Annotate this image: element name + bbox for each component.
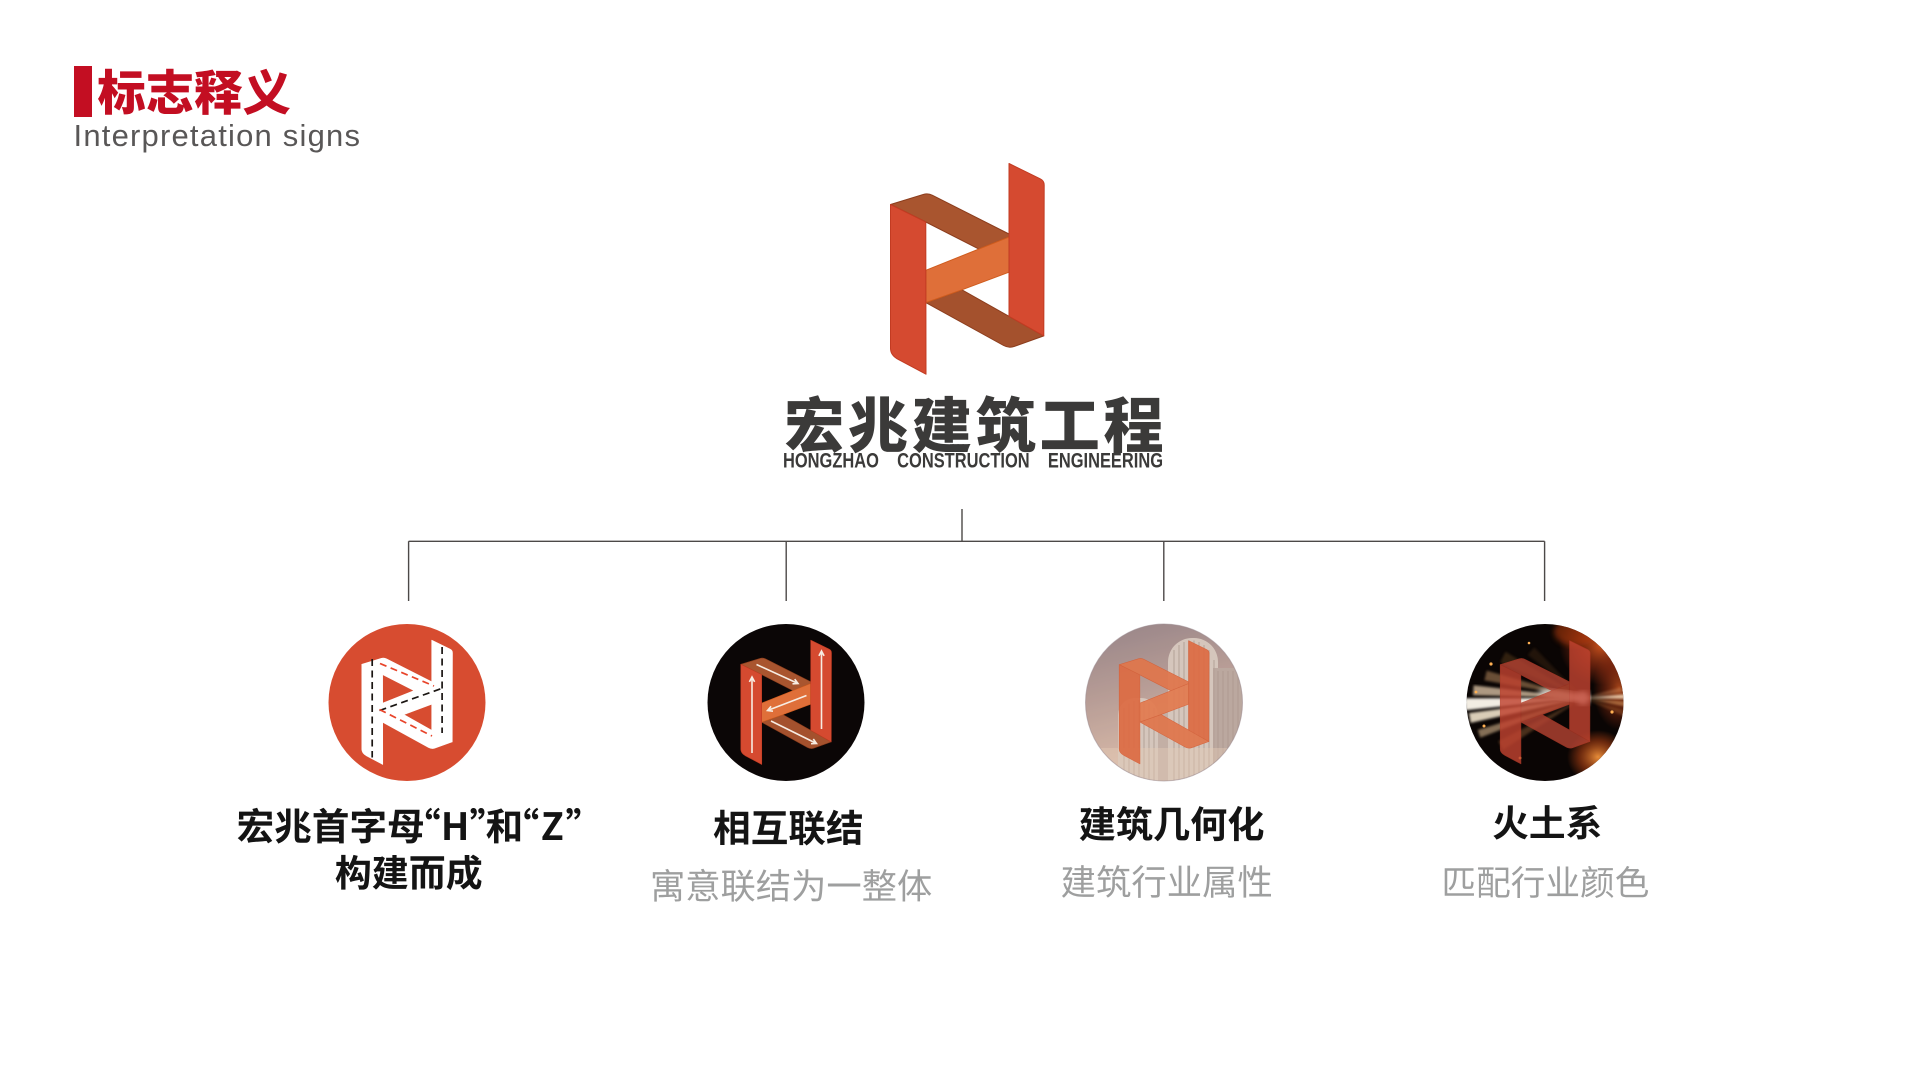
svg-text:HONGZHAO CONSTRUCTION EN: HONGZHAO CONSTRUCTION ENGINEERING [783, 450, 1163, 473]
svg-text:Interpretation signs: Interpretation signs [74, 118, 362, 153]
